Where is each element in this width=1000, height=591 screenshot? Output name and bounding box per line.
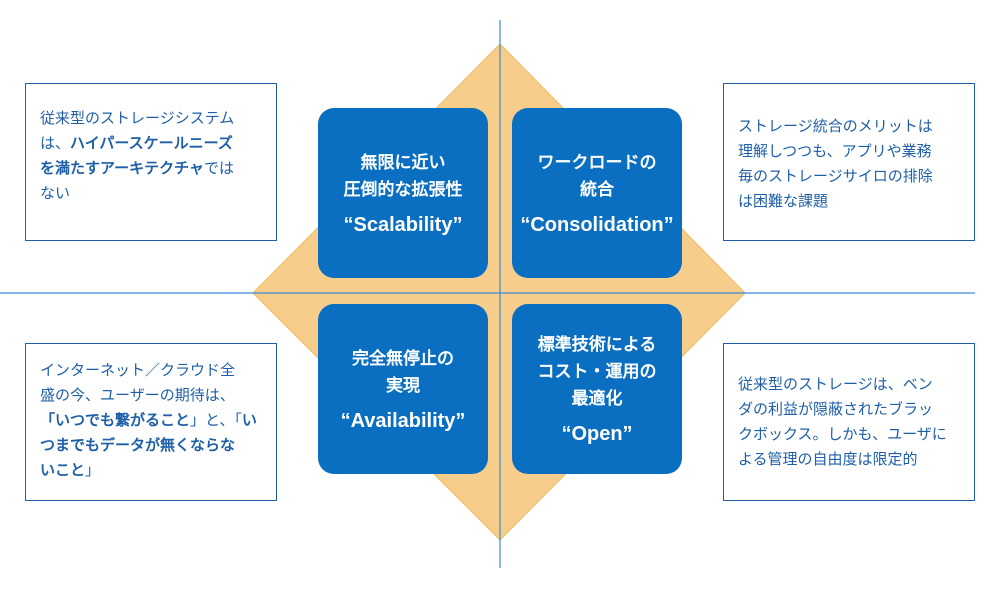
note-top-left-line1: 従来型のストレージシステム [40,109,235,127]
highlight-text: いこと [40,461,86,479]
tile-consolidation: ワークロードの 統合 “Consolidation” [512,108,682,278]
note-bottom-right-line4: よる管理の自由度は限定的 [738,450,918,468]
note-top-right-line2: 理解しつつも、アプリや業務 [738,142,932,160]
tile-open-line2: コスト・運用の [537,362,657,382]
tile-scalability-line1: 無限に近い [360,152,446,173]
note-bottom-left: インターネット／クラウド全 盛の今、ユーザーの期待は、 「いつでも繋がること」と… [25,343,277,501]
note-bottom-left-line3: 「いつでも繋がること」と、「い [40,411,257,429]
note-bottom-left-line2: 盛の今、ユーザーの期待は、 [40,386,235,404]
tile-consolidation-line2: 統合 [580,179,614,200]
note-bottom-left-line5: いこと」 [40,461,101,479]
note-bottom-right: 従来型のストレージは、ベン ダの利益が隠蔽されたブラッ クボックス。しかも、ユー… [723,343,975,501]
highlight-text: ハイパースケールニーズ [70,134,233,152]
note-top-right-line3: 毎のストレージサイロの排除 [738,167,933,185]
tile-consolidation-line1: ワークロードの [537,152,657,173]
tile-open-line3: 最適化 [571,389,623,409]
note-bottom-right-line2: ダの利益が隠蔽されたブラッ [738,400,934,418]
tile-availability-line1: 完全無停止の [352,348,454,369]
note-top-left-line3: を満たすアーキテクチャでは [40,159,234,177]
highlight-text: 「いつでも繋がること [40,411,191,429]
note-bottom-left-line1: インターネット／クラウド全 [40,361,236,379]
note-top-right-line1: ストレージ統合のメリットは [738,117,933,135]
note-top-left-line4: ない [40,184,71,202]
tile-scalability-line2: 圧倒的な拡張性 [343,179,463,200]
tile-availability: 完全無停止の 実現 “Availability” [318,304,488,474]
tile-open: 標準技術による コスト・運用の 最適化 “Open” [512,304,682,474]
tile-open-line1: 標準技術による [537,335,657,355]
note-bottom-left-line4: つまでもデータが無くならな [40,433,262,458]
note-top-right: ストレージ統合のメリットは 理解しつつも、アプリや業務 毎のストレージサイロの排… [723,83,975,241]
tile-open-english: “Open” [561,423,633,445]
highlight-text: つまでもデータが無くならな [40,436,236,454]
tile-scalability: 無限に近い 圧倒的な拡張性 “Scalability” [318,108,488,278]
note-bottom-right-line3: クボックス。しかも、ユーザに [738,425,947,443]
note-top-left-line2: は、ハイパースケールニーズ [40,134,233,152]
note-bottom-right-line1: 従来型のストレージは、ベン [738,375,933,393]
highlight-text: を満たすアーキテクチャ [40,159,204,177]
note-top-left: 従来型のストレージシステム は、ハイパースケールニーズ を満たすアーキテクチャで… [25,83,277,241]
highlight-text: い [241,411,257,429]
tile-scalability-english: “Scalability” [343,213,463,236]
tile-availability-english: “Availability” [340,409,466,432]
tile-availability-line2: 実現 [386,375,420,396]
note-top-right-line4: は困難な課題 [738,192,829,210]
tile-consolidation-english: “Consolidation” [520,213,674,236]
